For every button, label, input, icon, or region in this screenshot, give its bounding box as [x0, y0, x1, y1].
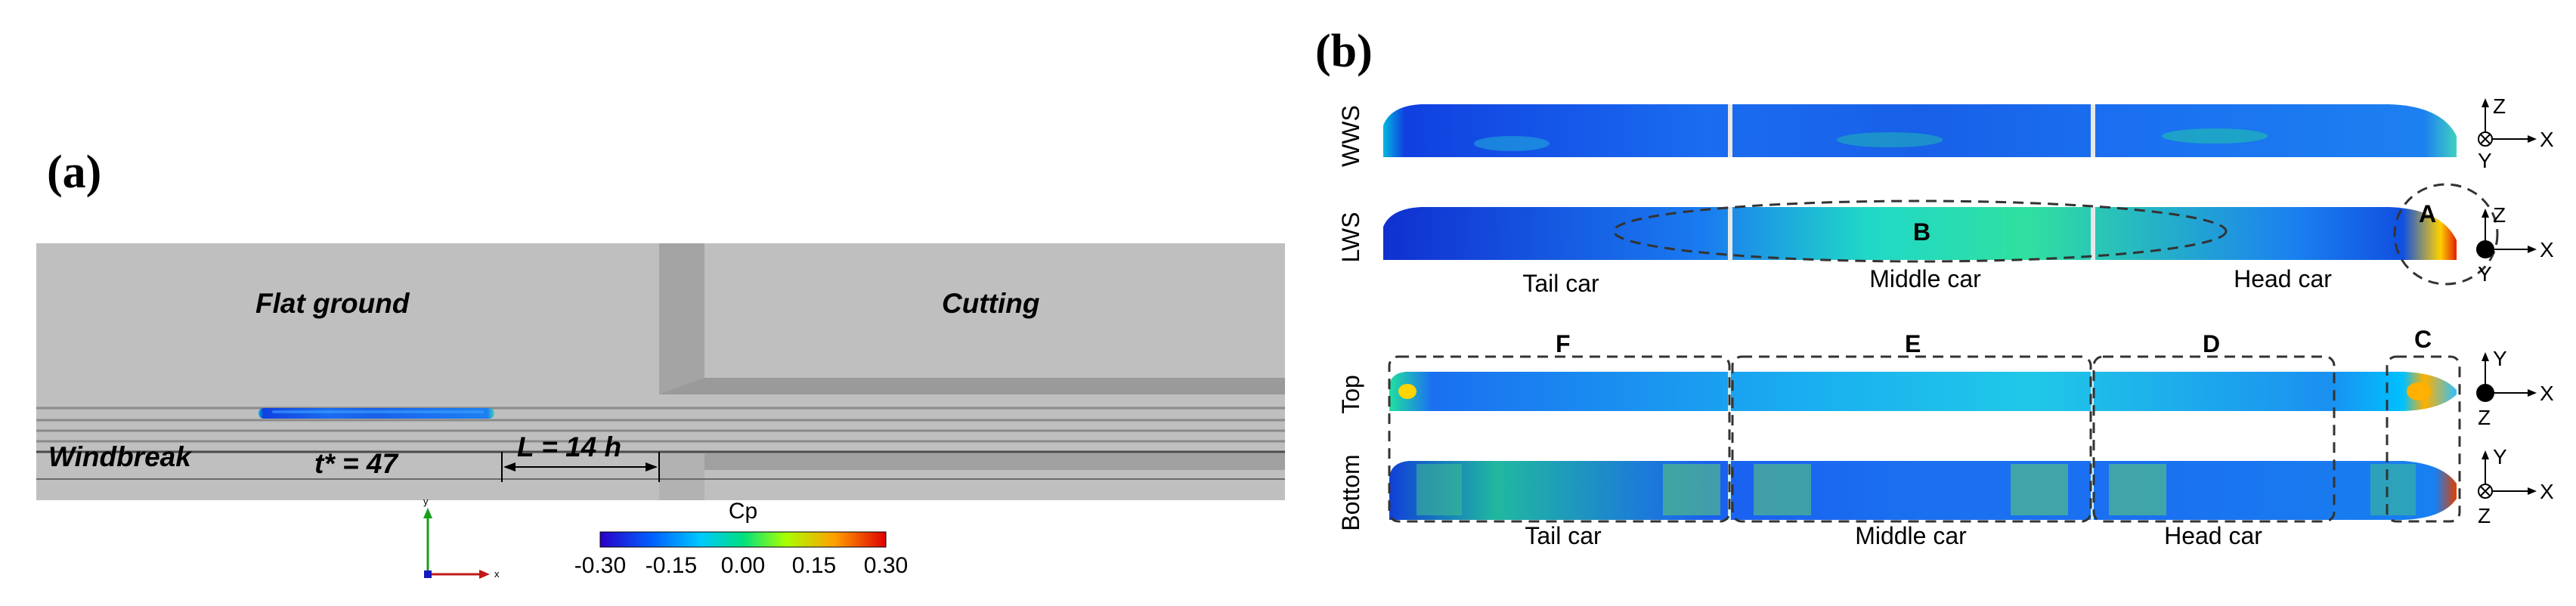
- svg-text:X: X: [2540, 238, 2554, 261]
- colorbar-tick-label: 0.00: [721, 553, 765, 578]
- axis-triad-a: y x: [423, 496, 500, 580]
- car-label-head-lower: Head car: [2164, 522, 2262, 549]
- region-d-box: [2092, 355, 2336, 523]
- svg-text:X: X: [2540, 128, 2554, 151]
- colorbar-tick-label: -0.15: [646, 553, 697, 578]
- axis-triad-lws: Z X Y: [2476, 203, 2554, 286]
- svg-text:X: X: [2540, 382, 2554, 405]
- region-b-label: B: [1913, 218, 1930, 246]
- axis-triad-bottom: Y X Z: [2478, 445, 2554, 527]
- region-c-box: [2386, 355, 2461, 523]
- time-label: t* = 47: [314, 448, 399, 479]
- svg-text:Y: Y: [2478, 262, 2492, 286]
- car-label-tail-upper: Tail car: [1522, 270, 1599, 297]
- panel-b-label: (b): [1315, 26, 1373, 77]
- region-e-box: [1731, 355, 2092, 523]
- svg-text:Y: Y: [2493, 445, 2507, 468]
- svg-text:Z: Z: [2493, 94, 2506, 118]
- region-a-label: A: [2419, 200, 2436, 227]
- colorbar: Cp -0.30 -0.15 0.00 0.15 0.30: [574, 499, 908, 578]
- cutting-label: Cutting: [942, 288, 1039, 319]
- region-f-box: [1388, 355, 1731, 523]
- cutting-slope-upper: [659, 378, 1285, 394]
- region-d-label: D: [2203, 330, 2220, 357]
- colorbar-gradient: [599, 531, 887, 548]
- car-label-middle-lower: Middle car: [1855, 522, 1967, 549]
- windbreak-label: Windbreak: [48, 441, 193, 472]
- car-label-middle-upper: Middle car: [1869, 265, 1981, 292]
- axis-x-label: x: [494, 568, 500, 580]
- train-wws: [1383, 104, 2457, 157]
- colorbar-tick-label: -0.30: [574, 553, 626, 578]
- scene-a: Flat ground Cutting Windbreak t* = 47 L …: [36, 243, 1285, 500]
- region-e-label: E: [1905, 330, 1921, 357]
- train-a-highlight: [272, 410, 484, 413]
- panel-a-label: (a): [47, 147, 101, 198]
- car-label-head-upper: Head car: [2234, 265, 2332, 292]
- colorbar-title: Cp: [729, 499, 757, 524]
- distance-label: L = 14 h: [517, 431, 621, 462]
- l-dimension-arrowhead-left: [503, 462, 516, 472]
- cutting-slope-lower: [659, 453, 1285, 470]
- region-a-outline: [2393, 183, 2499, 286]
- l-dimension-arrowhead-right: [646, 462, 658, 472]
- cutting-front-wall: [659, 243, 704, 394]
- cutting-lower-block: [659, 453, 704, 500]
- axis-triad-top: Y X Z: [2476, 347, 2554, 429]
- region-c-label: C: [2414, 326, 2432, 353]
- svg-text:Z: Z: [2478, 406, 2491, 429]
- svg-text:Y: Y: [2478, 149, 2492, 172]
- svg-text:Z: Z: [2493, 203, 2506, 227]
- axis-triad-wws: Z X Y: [2478, 94, 2554, 172]
- region-b-outline: [1612, 199, 2228, 263]
- region-f-label: F: [1556, 330, 1571, 357]
- train-top-view: [1389, 372, 2457, 411]
- row-label-top: Top: [1337, 375, 1364, 414]
- flat-ground-label: Flat ground: [255, 288, 410, 319]
- row-label-bottom: Bottom: [1337, 454, 1364, 530]
- row-label-wws: WWS: [1337, 105, 1364, 167]
- row-label-lws: LWS: [1337, 212, 1364, 263]
- train-bottom-view: [1389, 461, 2457, 520]
- svg-text:X: X: [2540, 480, 2554, 503]
- svg-text:Z: Z: [2478, 504, 2491, 527]
- colorbar-tick-label: 0.15: [792, 553, 836, 578]
- axis-y-label: y: [423, 496, 429, 507]
- car-label-tail-lower: Tail car: [1525, 522, 1602, 549]
- svg-text:Y: Y: [2493, 347, 2507, 370]
- colorbar-tick-label: 0.30: [864, 553, 908, 578]
